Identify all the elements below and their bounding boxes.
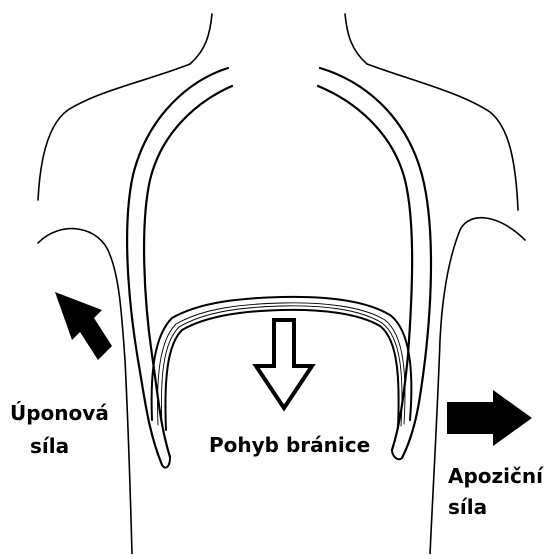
diaphragm-down-arrow-icon: [256, 320, 312, 408]
appositional-force-arrow-icon: [447, 390, 532, 446]
rib-right-tip: [392, 450, 402, 459]
neck-left: [190, 14, 212, 64]
shoulder-left: [38, 64, 190, 200]
diaphragm-movement-label: Pohyb bránice: [209, 433, 370, 457]
insertion-force-label-line1: Úponová: [10, 401, 109, 425]
appositional-force-label-line2: síla: [448, 495, 487, 519]
rib-left-tip: [162, 457, 170, 468]
shoulder-right: [367, 64, 518, 210]
ribcage: [127, 68, 431, 468]
neck-right: [345, 14, 367, 64]
appositional-force-label-line1: Apoziční: [448, 464, 544, 488]
insertion-force-arrow-icon: [55, 292, 112, 360]
insertion-force-label-line2: síla: [30, 434, 69, 458]
arm-left-inner: [38, 229, 132, 554]
